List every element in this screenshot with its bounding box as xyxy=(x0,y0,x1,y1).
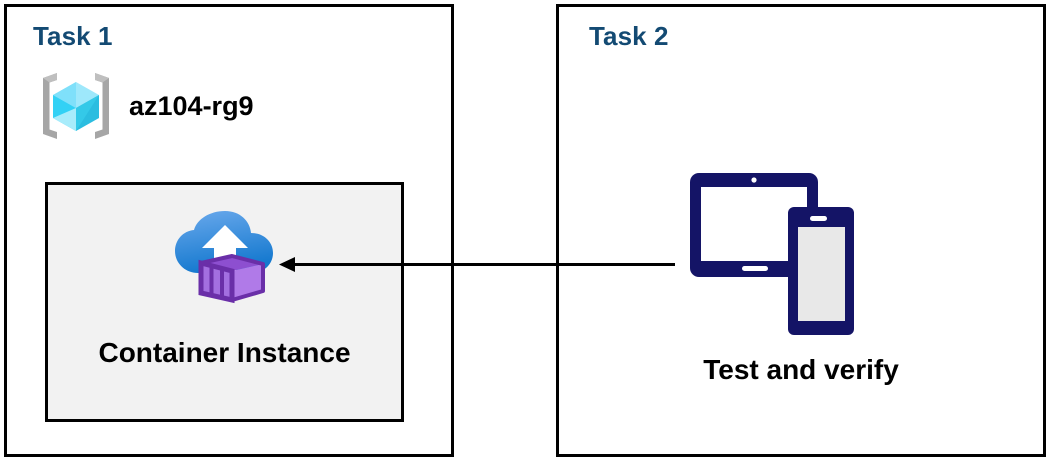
panel-title-task-1: Task 1 xyxy=(33,21,113,51)
panel-task-1: Task 1 xyxy=(4,4,454,457)
azure-resource-group-icon xyxy=(37,67,115,145)
resource-group-row: az104-rg9 xyxy=(37,67,254,145)
panel-task-2: Task 2 Test and verify xyxy=(556,4,1046,457)
container-instance-box: Container Instance xyxy=(45,182,404,422)
resource-group-label: az104-rg9 xyxy=(129,90,254,121)
container-instance-label: Container Instance xyxy=(98,337,351,368)
panel-title-task-2: Task 2 xyxy=(589,21,669,51)
test-and-verify-label: Test and verify xyxy=(703,354,899,385)
